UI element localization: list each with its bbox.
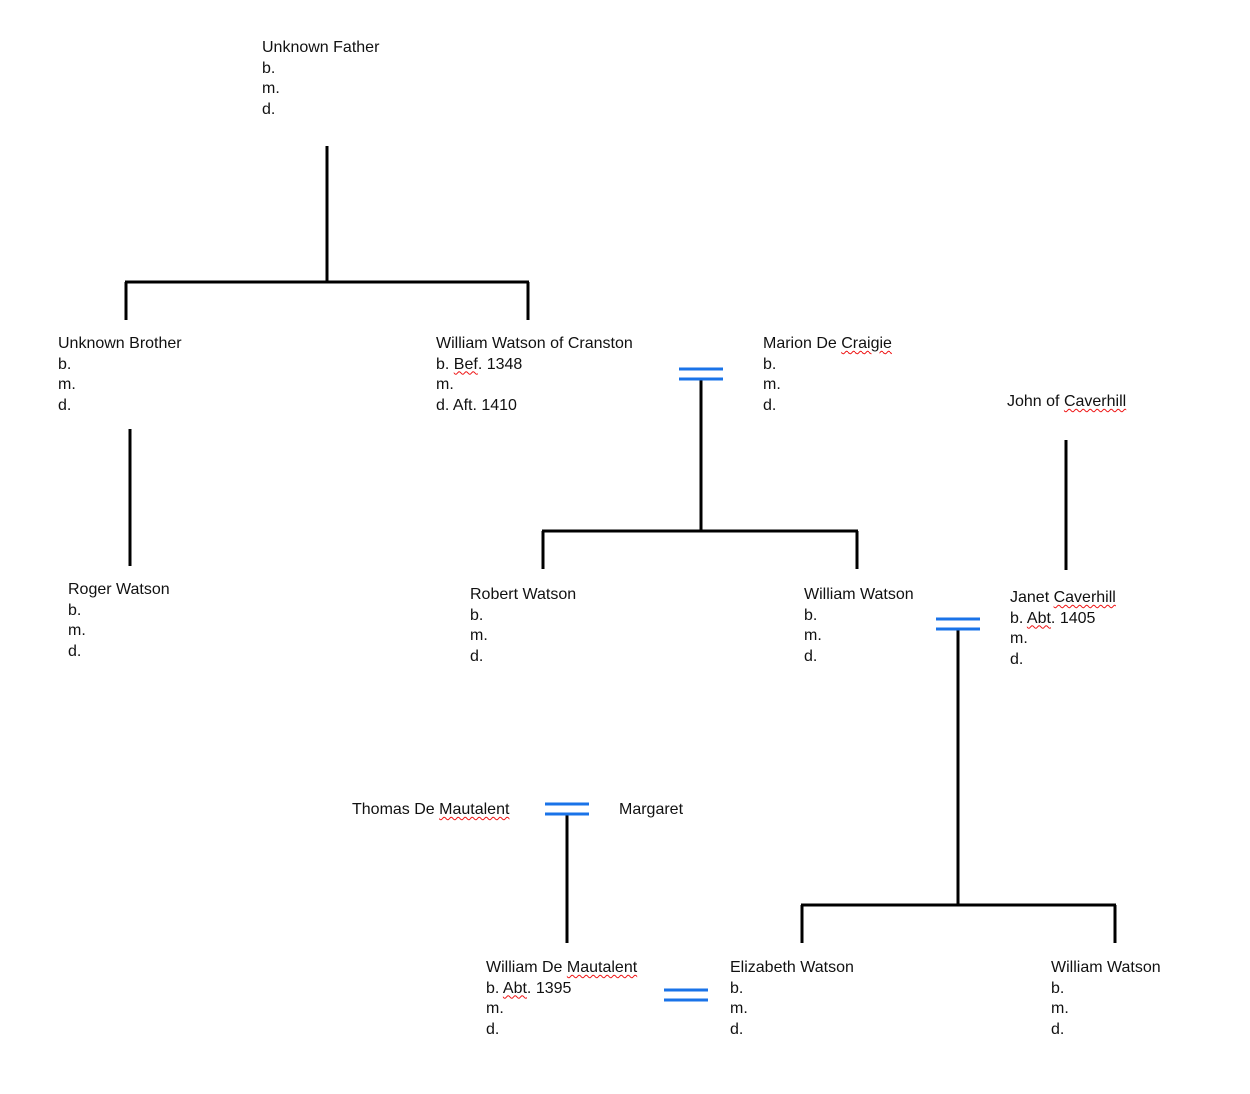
death-line: d. <box>58 396 72 414</box>
person-robert-watson: Robert Watson b. m. d. <box>470 585 576 667</box>
marriage-line: m. <box>58 376 76 394</box>
marriage-line: m. <box>436 376 454 394</box>
birth-line: b. <box>1051 979 1065 997</box>
person-janet-caverhill: Janet Caverhill b. Abt. 1405 m. d. <box>1010 588 1116 670</box>
birth-line: b. <box>730 979 744 997</box>
person-name: William Watson <box>804 586 914 603</box>
person-name: Elizabeth Watson <box>730 959 854 976</box>
death-line: d. <box>763 396 777 414</box>
marriage-line: m. <box>804 627 822 645</box>
person-name: Unknown Brother <box>58 335 182 352</box>
person-name: Unknown Father <box>262 39 380 56</box>
person-unknown-brother: Unknown Brother b. m. d. <box>58 334 182 416</box>
death-line: d. <box>486 1020 500 1038</box>
person-william-watson-son: William Watson b. m. d. <box>804 585 914 667</box>
death-line: d. <box>804 647 818 665</box>
marriage-marker <box>664 988 708 1002</box>
person-john-of-caverhill: John of Caverhill <box>1007 392 1126 413</box>
marriage-line: m. <box>730 1000 748 1018</box>
death-line: d. <box>470 647 484 665</box>
person-william-de-mautalent: William De Mautalent b. Abt. 1395 m. d. <box>486 958 637 1040</box>
marriage-marker <box>545 802 589 816</box>
birth-line: b. <box>470 606 484 624</box>
marriage-line: m. <box>763 376 781 394</box>
person-marion-de-craigie: Marion De Craigie b. m. d. <box>763 334 892 416</box>
person-william-watson-of-cranston: William Watson of Cranston b. Bef. 1348 … <box>436 334 633 416</box>
birth-line: b. Abt. 1395 <box>486 979 572 997</box>
birth-line: b. <box>262 59 276 77</box>
birth-line: b. <box>804 606 818 624</box>
person-roger-watson: Roger Watson b. m. d. <box>68 580 170 662</box>
person-unknown-father: Unknown Father b. m. d. <box>262 38 379 120</box>
person-name: William De Mautalent <box>486 959 638 976</box>
marriage-line: m. <box>68 622 86 640</box>
person-name: Robert Watson <box>470 586 577 603</box>
marriage-marker <box>936 617 980 631</box>
person-name: William Watson of Cranston <box>436 335 633 352</box>
person-elizabeth-watson: Elizabeth Watson b. m. d. <box>730 958 854 1040</box>
marriage-marker <box>679 367 723 381</box>
death-line: d. <box>68 642 82 660</box>
death-line: d. <box>730 1020 744 1038</box>
person-margaret: Margaret <box>619 800 683 821</box>
death-line: d. <box>262 100 276 118</box>
person-name: William Watson <box>1051 959 1161 976</box>
person-name: Margaret <box>619 801 684 818</box>
death-line: d. Aft. 1410 <box>436 396 517 414</box>
birth-line: b. <box>763 355 777 373</box>
marriage-line: m. <box>470 627 488 645</box>
person-thomas-de-mautalent: Thomas De Mautalent <box>352 800 509 821</box>
person-name: Thomas De Mautalent <box>352 801 510 818</box>
death-line: d. <box>1010 650 1024 668</box>
person-name: John of Caverhill <box>1007 393 1127 410</box>
person-name: Marion De Craigie <box>763 335 892 352</box>
marriage-line: m. <box>1010 630 1028 648</box>
birth-line: b. <box>58 355 72 373</box>
marriage-line: m. <box>262 80 280 98</box>
person-william-watson-grandson: William Watson b. m. d. <box>1051 958 1161 1040</box>
marriage-line: m. <box>486 1000 504 1018</box>
birth-line: b. Bef. 1348 <box>436 355 523 373</box>
birth-line: b. <box>68 601 82 619</box>
marriage-line: m. <box>1051 1000 1069 1018</box>
birth-line: b. Abt. 1405 <box>1010 609 1096 627</box>
death-line: d. <box>1051 1020 1065 1038</box>
person-name: Janet Caverhill <box>1010 589 1116 606</box>
person-name: Roger Watson <box>68 581 170 598</box>
